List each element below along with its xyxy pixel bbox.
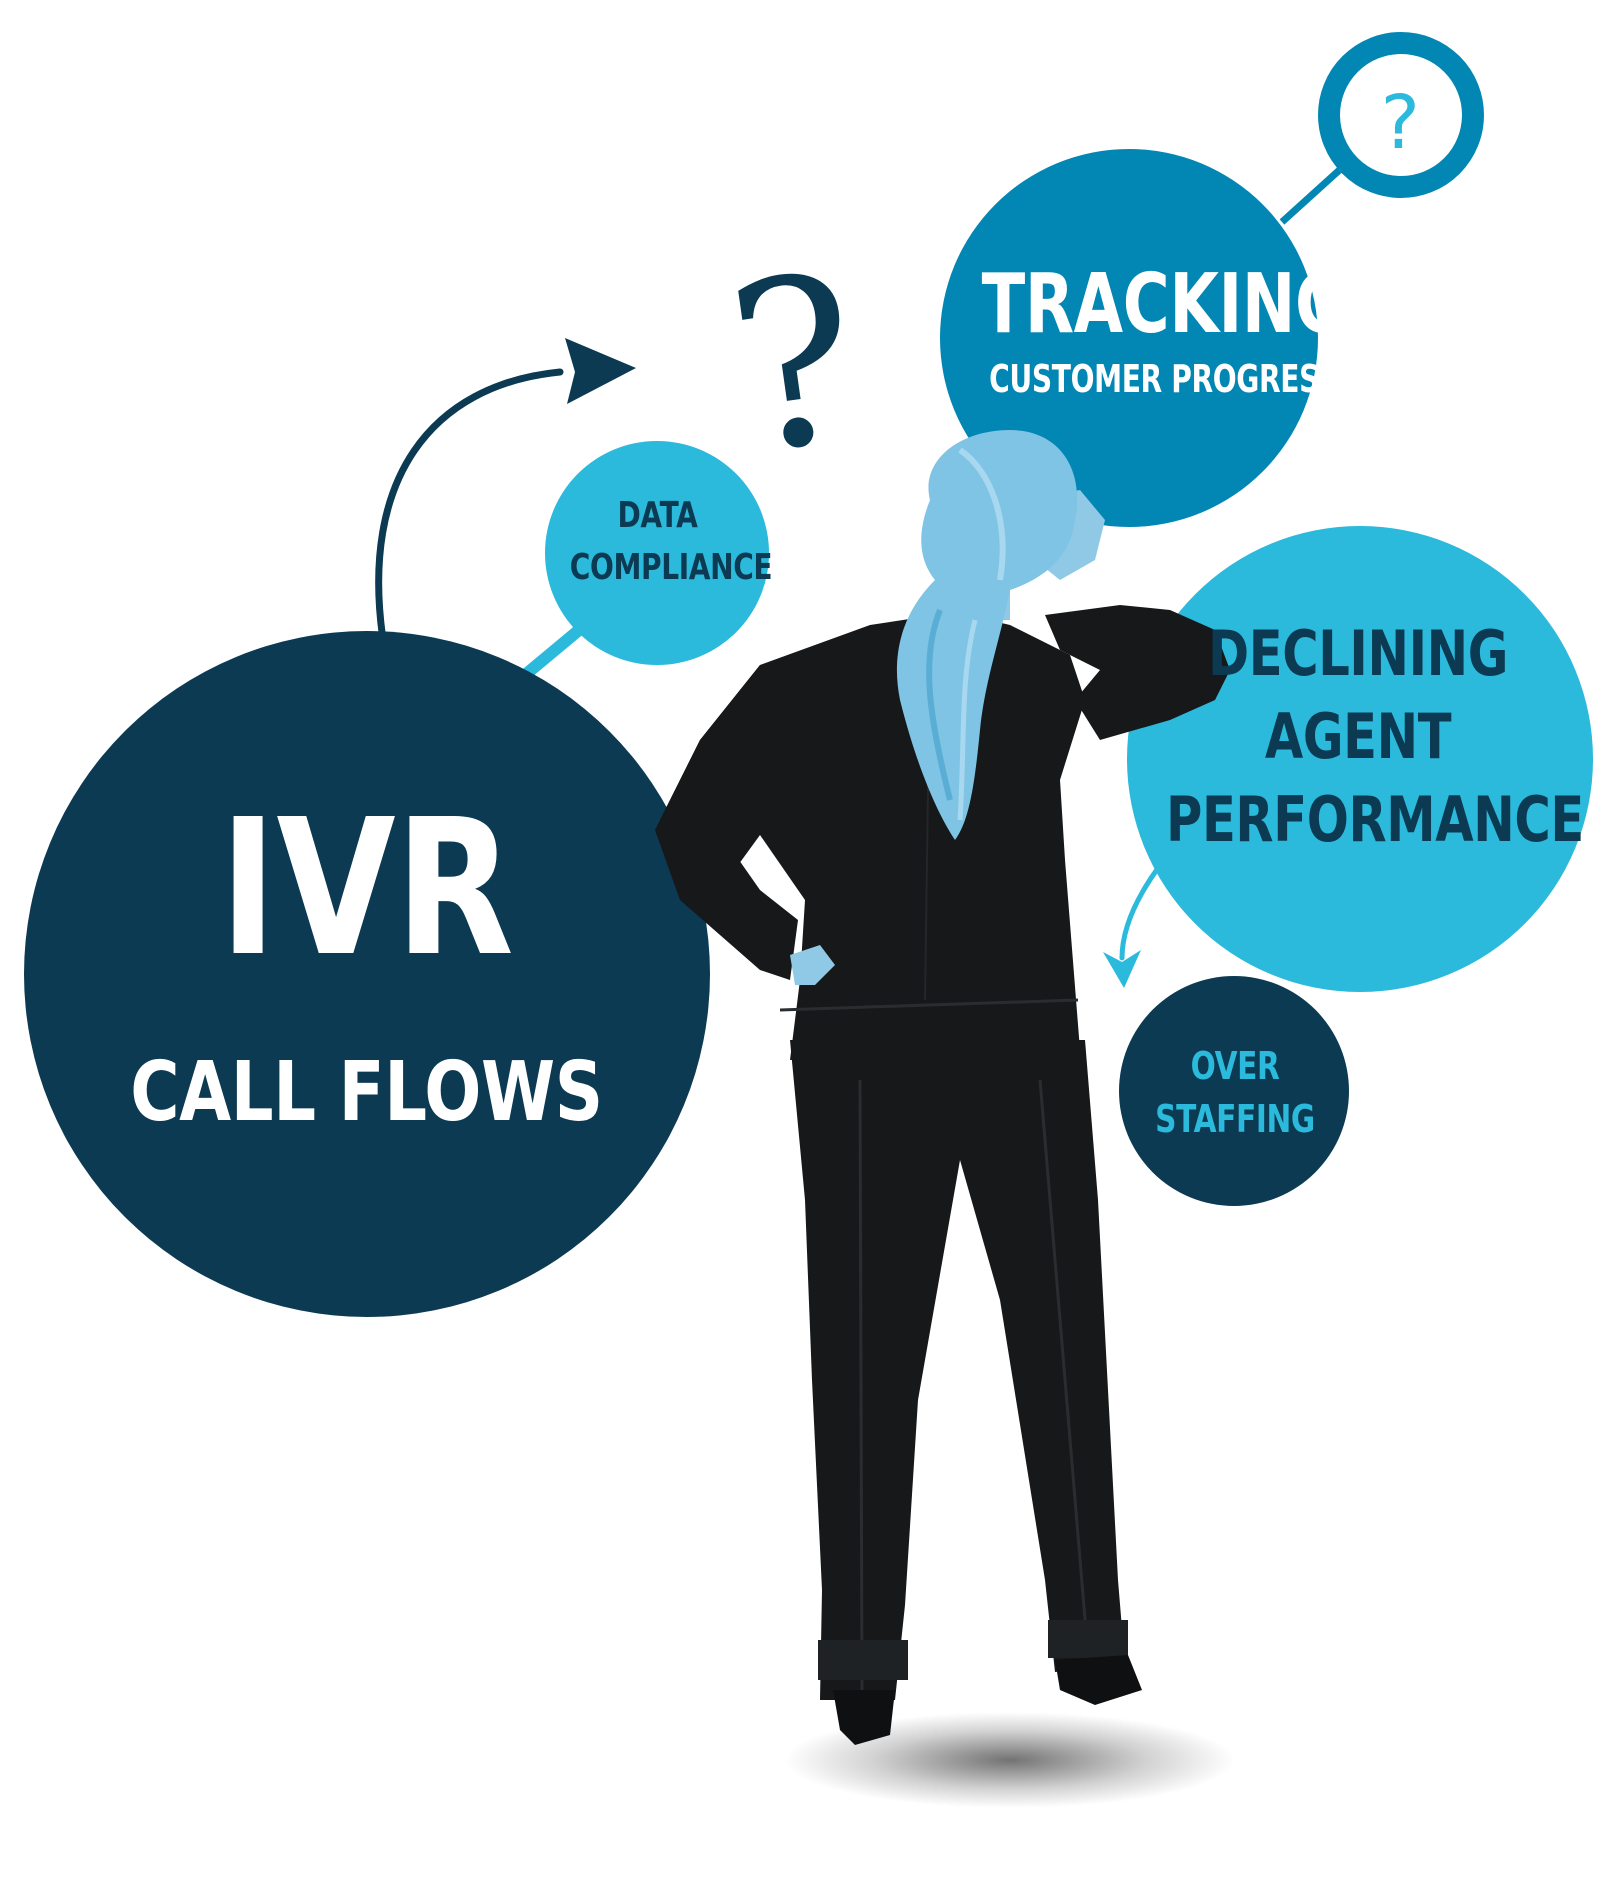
declining-line-1: DECLINING — [1207, 617, 1509, 690]
ivr-subtitle: CALL FLOWS — [130, 1045, 603, 1140]
ivr-title: IVR — [219, 779, 514, 998]
connector-line-ivr-data — [521, 620, 589, 680]
data-compliance-line-2: COMPLIANCE — [569, 547, 773, 589]
tracking-subtitle: CUSTOMER PROGRESS — [989, 357, 1338, 401]
data-compliance-line-1: DATA — [617, 495, 698, 536]
connector-line-tracking-question — [1279, 162, 1348, 225]
declining-line-2: AGENT — [1264, 700, 1452, 774]
ivr-call-flows-circle — [24, 631, 710, 1317]
data-compliance-circle — [545, 441, 769, 665]
floating-question-mark-icon: ? — [715, 224, 875, 507]
question-badge-circle — [1318, 32, 1484, 198]
tracking-title: TRACKING — [981, 257, 1348, 352]
person-silhouette — [655, 430, 1230, 1745]
curved-arrow-icon — [375, 338, 636, 644]
over-staffing-line-2: STAFFING — [1155, 1097, 1315, 1142]
tracking-circle — [940, 149, 1318, 527]
floor-shadow — [785, 1712, 1235, 1808]
declining-line-3: PERFORMANCE — [1166, 783, 1584, 857]
data-compliance-label: DATA COMPLIANCE — [569, 490, 773, 594]
over-staffing-label: OVER STAFFING — [1145, 1040, 1324, 1146]
curved-arrow-icon — [1103, 865, 1161, 988]
declining-performance-label: DECLINING AGENT PERFORMANCE — [1166, 612, 1584, 861]
declining-performance-circle — [1127, 526, 1593, 992]
over-staffing-circle — [1119, 976, 1349, 1206]
over-staffing-line-1: OVER — [1190, 1044, 1280, 1088]
question-badge-icon: ? — [1380, 80, 1420, 166]
